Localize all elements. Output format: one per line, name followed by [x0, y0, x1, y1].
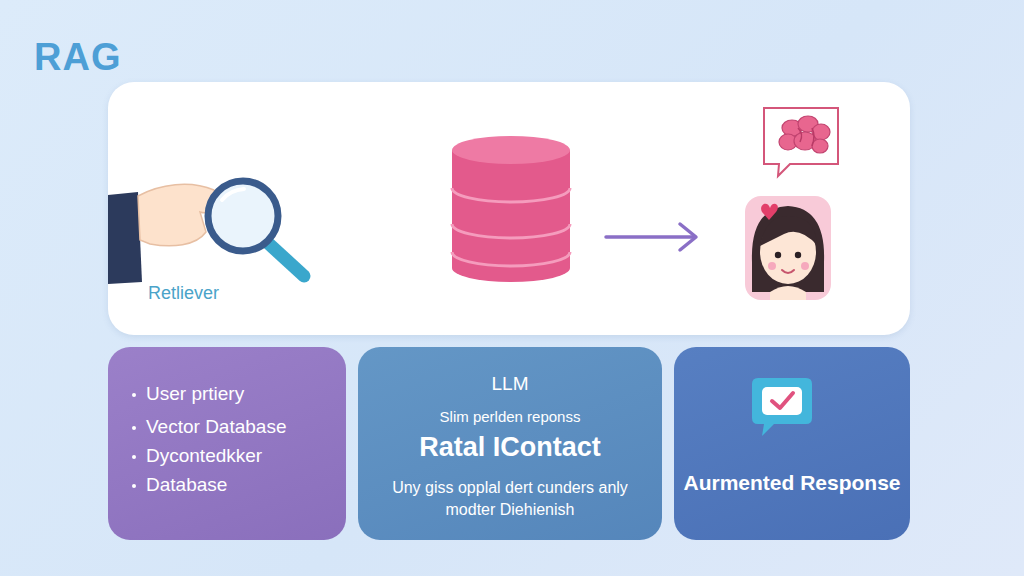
- node-text: Database: [146, 474, 336, 497]
- node-text: Retliever: [148, 283, 348, 305]
- node-text: Vector Database: [146, 416, 336, 439]
- bullet-dot: [132, 484, 136, 488]
- node-text: Ratal IContact: [358, 431, 662, 463]
- input-box: User prtieryVector DatabaseDycontedkkerD…: [108, 347, 346, 540]
- node-text: Dycontedkker: [146, 445, 336, 468]
- lens-shine: [222, 189, 244, 200]
- diagram-title: RAG: [34, 36, 121, 79]
- database-cylinder: [452, 136, 570, 282]
- bullet-dot: [132, 426, 136, 430]
- magnifier-lens: [208, 181, 278, 251]
- chat-check-icon: [752, 378, 812, 436]
- speech-bubble: [764, 108, 838, 176]
- bullet-dot: [132, 393, 136, 397]
- bullet-dot: [132, 455, 136, 459]
- node-text: LLM: [358, 373, 662, 396]
- llm-box: LLM Slim perlden reponssRatal IContactUny…: [358, 347, 662, 540]
- node-text: Aurmented Response: [674, 470, 910, 496]
- avatar: [745, 196, 831, 300]
- node-text: Slim perlden reponss: [358, 408, 662, 426]
- node-text: Uny giss opplal dert cunders anly modter…: [380, 477, 640, 522]
- sleeve: [108, 192, 142, 284]
- flow-arrow: [606, 224, 696, 250]
- magnifier-handle: [268, 243, 304, 276]
- response-box: Aurmented Response: [674, 347, 910, 540]
- node-text: User prtiery: [146, 383, 336, 406]
